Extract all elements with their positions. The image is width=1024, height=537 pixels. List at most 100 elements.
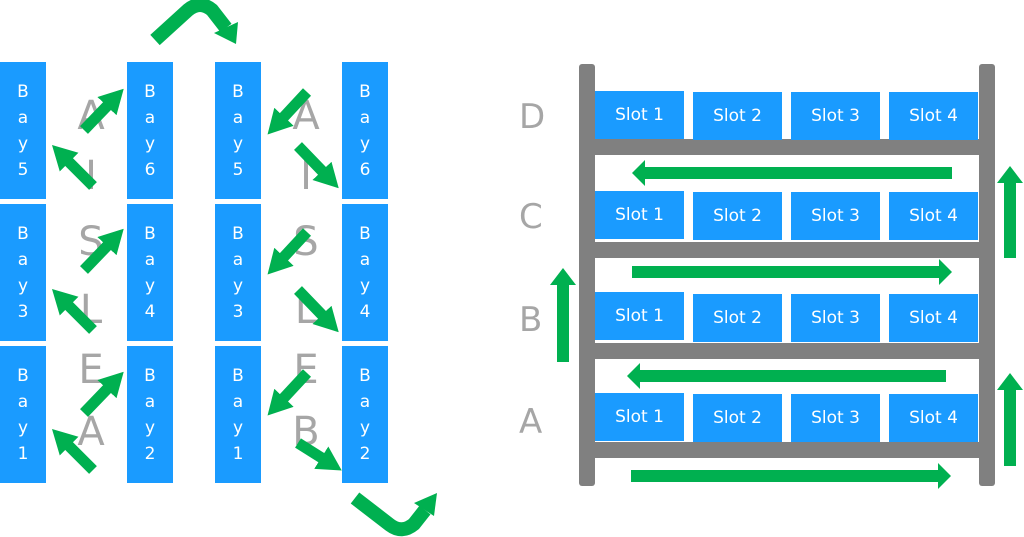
bay-label-char: y — [144, 133, 156, 154]
bay-label-char: B — [359, 81, 371, 102]
arrow-row-ba-head — [627, 363, 640, 389]
bay-label-char: y — [359, 417, 371, 438]
bay-label-char: y — [17, 275, 29, 296]
bay-label-char: B — [144, 365, 156, 386]
level-label-a: A — [519, 402, 543, 442]
bay-label-char: B — [359, 365, 371, 386]
bay-label-char: 3 — [232, 301, 244, 322]
aisle-letter: I — [85, 153, 97, 199]
bay-label-char: a — [232, 391, 244, 412]
arrow-vertical-right-c-shaft — [1004, 183, 1016, 258]
bay-label-char: 4 — [144, 301, 156, 322]
slot-c-4: Slot 4 — [889, 192, 978, 240]
arrow-row-ba-shaft — [640, 370, 946, 382]
slot-b-4: Slot 4 — [889, 294, 978, 342]
bay-label-char: a — [359, 249, 371, 270]
bay-label-char: y — [144, 417, 156, 438]
rack-post-right — [979, 64, 995, 486]
aisle-letter: I — [300, 153, 312, 199]
rack-beam-c — [595, 242, 979, 258]
arrow-curve-bottom-head — [414, 493, 437, 516]
arrow-curve-top-head — [214, 22, 238, 44]
bay-label-char: y — [232, 133, 244, 154]
arrow-vertical-right-a-head — [997, 373, 1023, 390]
arrow-row-dc-head — [632, 160, 645, 186]
level-label-d: D — [519, 97, 546, 137]
bay-label-char: 1 — [232, 443, 244, 464]
aisle-letter: E — [293, 347, 319, 393]
arrow-vertical-left-b-head — [550, 268, 576, 285]
rack-beam-d — [595, 139, 979, 155]
bay-label-char: a — [17, 107, 29, 128]
bay-label-char: 5 — [17, 159, 29, 180]
bay-label-char: a — [232, 107, 244, 128]
aisle-letter: L — [79, 287, 103, 333]
bay-label-char: a — [232, 249, 244, 270]
slot-a-1: Slot 1 — [595, 393, 684, 441]
aisle-letter: S — [293, 219, 319, 265]
aisle-letter: A — [77, 409, 105, 455]
bay-label-char: B — [232, 365, 244, 386]
bay-label-char: B — [17, 81, 29, 102]
bay-label-char: a — [144, 249, 156, 270]
bay-label-char: y — [17, 417, 29, 438]
bay-label-char: 2 — [359, 443, 371, 464]
bay-label-char: B — [17, 365, 29, 386]
aisle-letter: A — [292, 93, 320, 139]
bay-label-char: a — [359, 107, 371, 128]
arrow-vertical-right-a-shaft — [1004, 390, 1016, 466]
aisle-letter: A — [77, 93, 105, 139]
bay-label-char: y — [359, 275, 371, 296]
bay-label-char: 5 — [232, 159, 244, 180]
bay-label-char: B — [144, 81, 156, 102]
arrow-curve-bottom — [350, 492, 431, 537]
bay-label-char: a — [144, 391, 156, 412]
slot-c-1: Slot 1 — [595, 191, 684, 239]
bay-label-char: B — [17, 223, 29, 244]
slot-c-2: Slot 2 — [693, 192, 782, 240]
bay-label-char: a — [359, 391, 371, 412]
bay-label-char: 2 — [144, 443, 156, 464]
aisle-letter: S — [78, 219, 104, 265]
slot-a-4: Slot 4 — [889, 394, 978, 442]
aisle-letter: L — [294, 287, 318, 333]
bay-label-char: y — [17, 133, 29, 154]
bay-label-char: y — [144, 275, 156, 296]
aisle-letter: B — [292, 409, 320, 455]
bay-label-char: B — [232, 223, 244, 244]
rack-beam-a — [595, 442, 979, 458]
slot-a-3: Slot 3 — [791, 394, 880, 442]
bay-label-char: y — [232, 275, 244, 296]
bay-label-char: B — [359, 223, 371, 244]
rack-beam-b — [595, 343, 979, 359]
bay-label-char: y — [232, 417, 244, 438]
bay-label-char: y — [359, 133, 371, 154]
rack-post-left — [579, 64, 595, 486]
slot-d-3: Slot 3 — [791, 92, 880, 140]
slot-c-3: Slot 3 — [791, 192, 880, 240]
bay-label-char: 1 — [17, 443, 29, 464]
arrow-row-cb-head — [939, 259, 952, 285]
slot-b-1: Slot 1 — [595, 292, 684, 340]
